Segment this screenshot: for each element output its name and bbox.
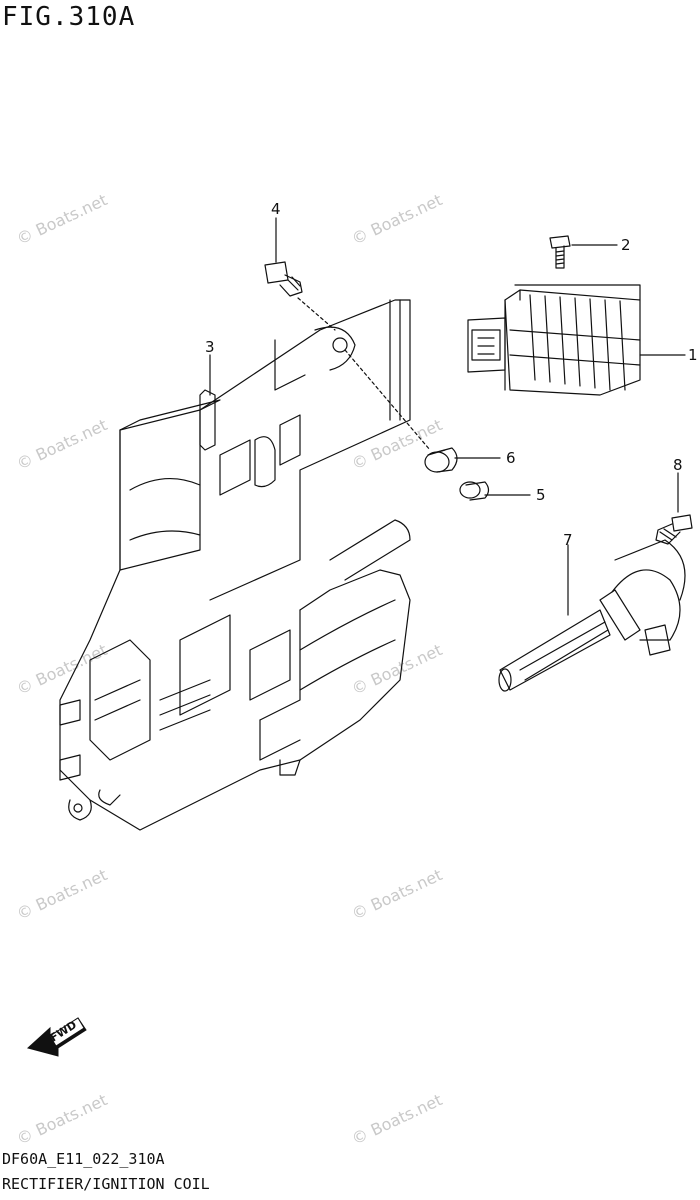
watermark: © Boats.net bbox=[349, 1090, 445, 1148]
leader-lines bbox=[209, 217, 686, 616]
collar-part-6 bbox=[424, 447, 458, 473]
callout-8: 8 bbox=[673, 456, 683, 474]
bolt-part-2 bbox=[549, 235, 571, 269]
fwd-arrow-icon: FWD bbox=[26, 1017, 87, 1057]
callout-6: 6 bbox=[506, 449, 516, 467]
figure-title: FIG.310A bbox=[2, 2, 136, 32]
callout-5: 5 bbox=[536, 486, 546, 504]
callout-4: 4 bbox=[271, 200, 281, 218]
ignition-coil-part bbox=[498, 539, 686, 692]
callout-1: 1 bbox=[688, 346, 698, 364]
watermark: © Boats.net bbox=[14, 865, 110, 923]
watermark: © Boats.net bbox=[349, 865, 445, 923]
callout-2: 2 bbox=[621, 236, 631, 254]
bracket-part bbox=[59, 299, 411, 831]
watermark: © Boats.net bbox=[349, 640, 445, 698]
rectifier-part bbox=[467, 284, 641, 396]
watermark: © Boats.net bbox=[349, 415, 445, 473]
watermark: © Boats.net bbox=[14, 190, 110, 248]
figure-name: RECTIFIER/IGNITION COIL bbox=[2, 1175, 210, 1193]
figure-code: DF60A_E11_022_310A bbox=[2, 1150, 165, 1168]
watermark: © Boats.net bbox=[14, 640, 110, 698]
bolt-part-4 bbox=[264, 261, 303, 297]
watermark: © Boats.net bbox=[349, 190, 445, 248]
callout-7: 7 bbox=[563, 531, 573, 549]
bolt-part-8 bbox=[655, 514, 693, 545]
callout-labels: 1 2 3 4 5 6 7 8 bbox=[205, 200, 698, 549]
callout-3: 3 bbox=[205, 338, 215, 356]
watermark: © Boats.net bbox=[14, 1090, 110, 1148]
watermark: © Boats.net bbox=[14, 415, 110, 473]
grommet-part-5 bbox=[459, 481, 490, 501]
